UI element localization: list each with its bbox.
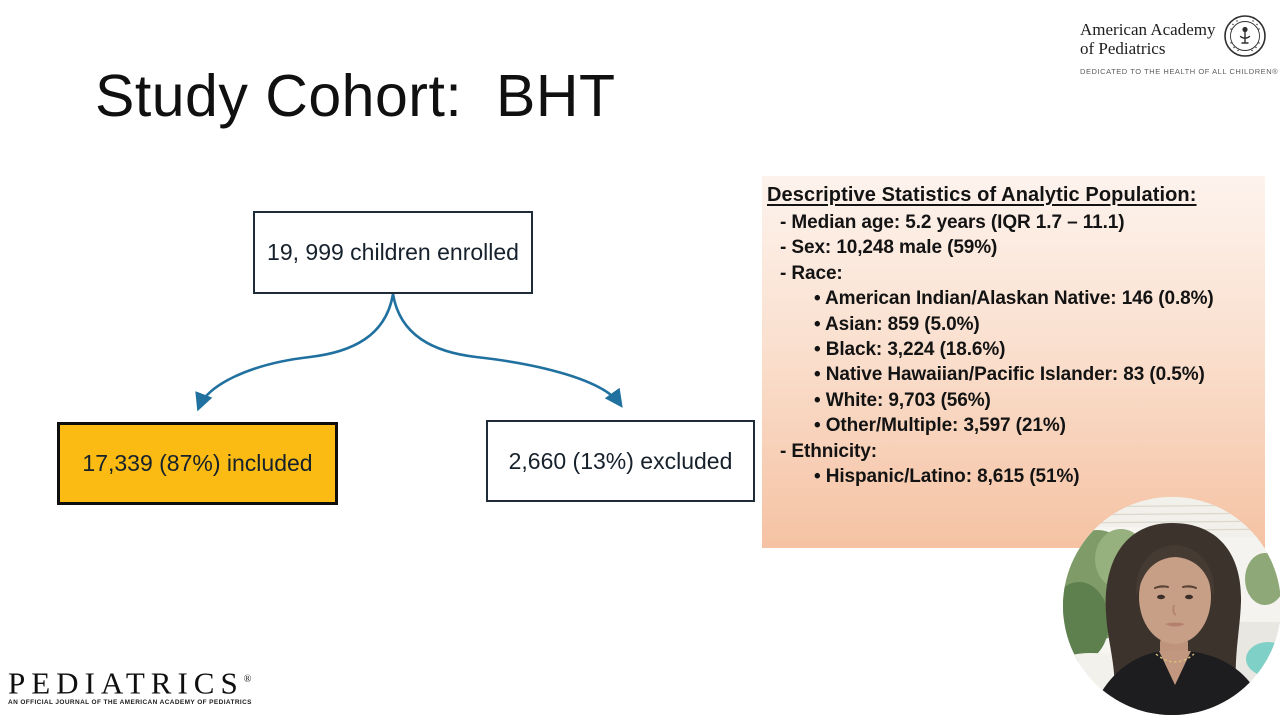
black-top [1091,651,1265,715]
stats-line: • Black: 3,224 (18.6%) [814,339,1006,361]
stats-line: - Sex: 10,248 male (59%) [780,237,998,259]
stats-line: • Other/Multiple: 3,597 (21%) [814,415,1066,437]
stats-line: • White: 9,703 (56%) [814,389,991,411]
arrow-to-excluded [391,293,623,408]
included-box-label: 17,339 (87%) included [82,450,313,476]
stats-heading: Descriptive Statistics of Analytic Popul… [767,184,1197,206]
pediatrics-logo: PEDIATRICS® AN OFFICIAL JOURNAL OF THE A… [8,664,252,707]
stats-line: - Ethnicity: [780,440,877,462]
necklace [1155,653,1195,663]
vneck-skin [1159,651,1191,685]
aap-tagline: DEDICATED TO THE HEALTH OF ALL CHILDREN® [1080,67,1279,76]
aap-logo: American Academy of Pediatrics [1080,14,1279,76]
stats-line: • American Indian/Alaskan Native: 146 (0… [814,288,1214,310]
page-title: Study Cohort: BHT [95,63,616,129]
presenter-portrait [1063,497,1280,715]
excluded-box-label: 2,660 (13%) excluded [508,447,733,474]
pediatrics-title: PEDIATRICS [8,665,244,701]
presenter-webcam [1063,497,1280,715]
pediatrics-wordmark: PEDIATRICS® [8,664,252,699]
included-box: 17,339 (87%) included [57,422,338,505]
lips [1165,622,1185,627]
excluded-box: 2,660 (13%) excluded [486,420,755,502]
stats-line: • Native Hawaiian/Pacific Islander: 83 (… [814,364,1205,386]
aap-name-line2: of Pediatrics [1080,38,1166,58]
stats-line: - Race: [780,262,843,284]
face [1139,550,1211,644]
stats-line: • Asian: 859 (5.0%) [814,313,980,335]
stats-list: - Median age: 5.2 years (IQR 1.7 – 11.1)… [767,210,1265,489]
stats-line: • Hispanic/Latino: 8,615 (51%) [814,466,1080,488]
descriptive-stats-panel: Descriptive Statistics of Analytic Popul… [762,176,1265,548]
eyebrows [1154,585,1197,589]
eyes [1157,594,1193,600]
enrolled-box: 19, 999 children enrolled [253,211,533,294]
aap-name-line1: American Academy [1080,19,1216,39]
hair-front [1136,545,1214,597]
aap-seal-icon [1223,14,1267,63]
aap-logo-name: American Academy of Pediatrics [1080,20,1215,58]
pediatrics-tagline: AN OFFICIAL JOURNAL OF THE AMERICAN ACAD… [8,699,252,707]
enrolled-box-label: 19, 999 children enrolled [267,239,519,265]
nose [1172,604,1177,616]
registered-mark: ® [243,674,252,685]
arrow-to-included [195,293,395,412]
stats-line: - Median age: 5.2 years (IQR 1.7 – 11.1) [780,212,1125,233]
